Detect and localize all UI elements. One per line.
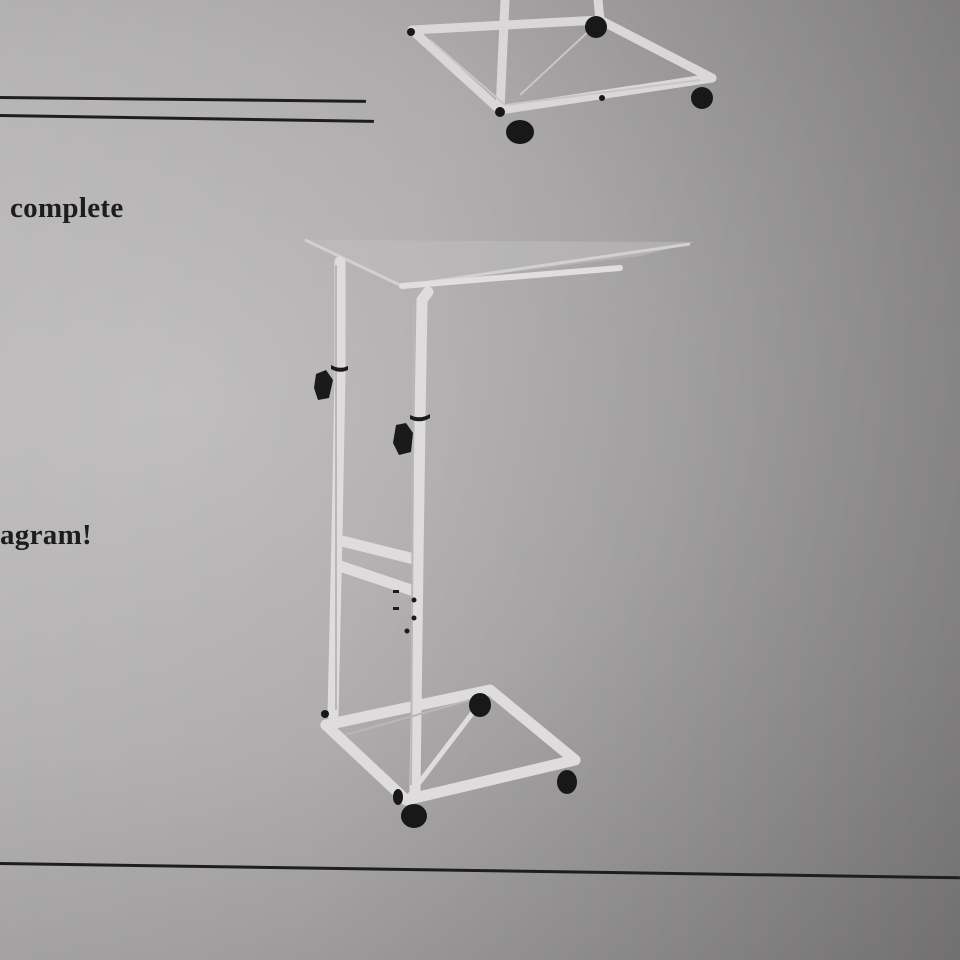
instruction-fragment-diagram: agram! [0, 519, 92, 551]
cart-frame-icon [304, 238, 695, 828]
instruction-fragment-complete: complete [10, 192, 124, 224]
caster-wheels [407, 16, 713, 144]
caster-wheels [321, 693, 577, 828]
